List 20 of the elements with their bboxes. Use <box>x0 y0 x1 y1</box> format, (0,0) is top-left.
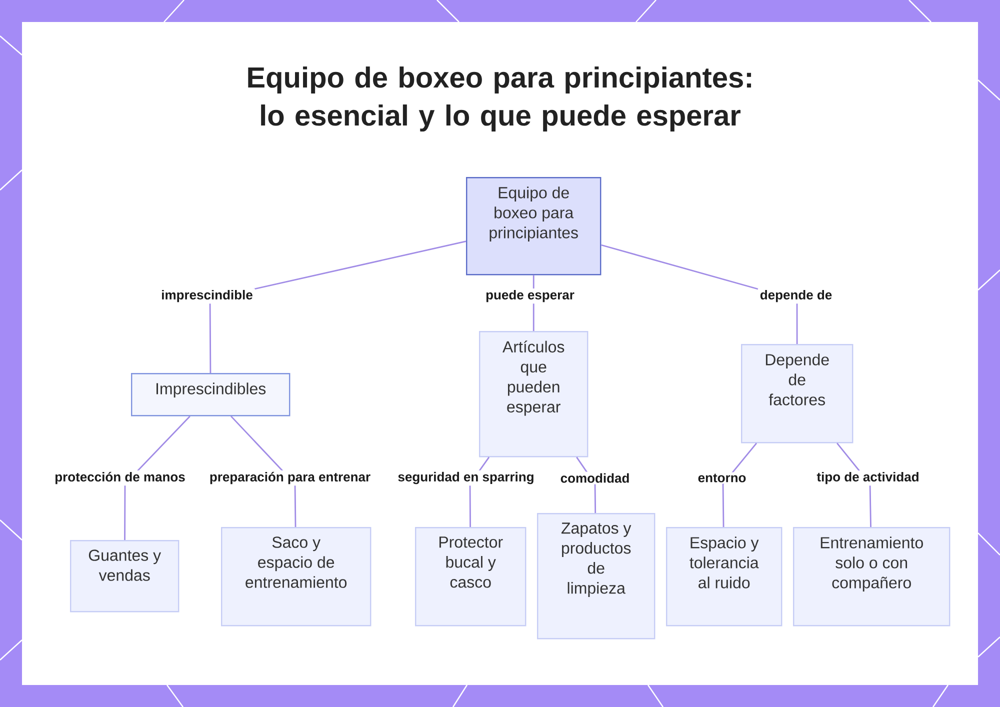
item-box: Guantes y vendas <box>70 540 180 612</box>
category-box: Imprescindibles <box>131 373 290 416</box>
edge-label: protección de manos <box>52 470 188 486</box>
item-box: Entrenamiento solo o con compañero <box>793 527 950 626</box>
edge-label: tipo de actividad <box>814 470 922 486</box>
edge-label: seguridad en sparring <box>396 470 536 486</box>
edge-label: puede esperar <box>484 288 576 304</box>
title: Equipo de boxeo para principiantes: lo esencial y lo que puede esperar <box>248 66 752 132</box>
edge-label: comodidad <box>558 472 632 484</box>
category-box: Depende de factores <box>741 344 854 444</box>
item-box: Zapatos y productos de limpieza <box>537 513 656 640</box>
category-box: Artículos que pueden esperar <box>479 331 588 458</box>
item-box: Protector bucal y casco <box>415 527 526 626</box>
root-box: Equipo de boxeo para principiantes <box>466 177 602 276</box>
item-box: Saco y espacio de entrenamiento <box>221 527 372 626</box>
edge-label: depende de <box>758 288 834 304</box>
item-box: Espacio y tolerancia al ruido <box>666 527 782 626</box>
edge-label: imprescindible <box>159 288 255 304</box>
edge-label: entorno <box>696 472 748 484</box>
edge-label: preparación para entrenar <box>207 470 373 486</box>
